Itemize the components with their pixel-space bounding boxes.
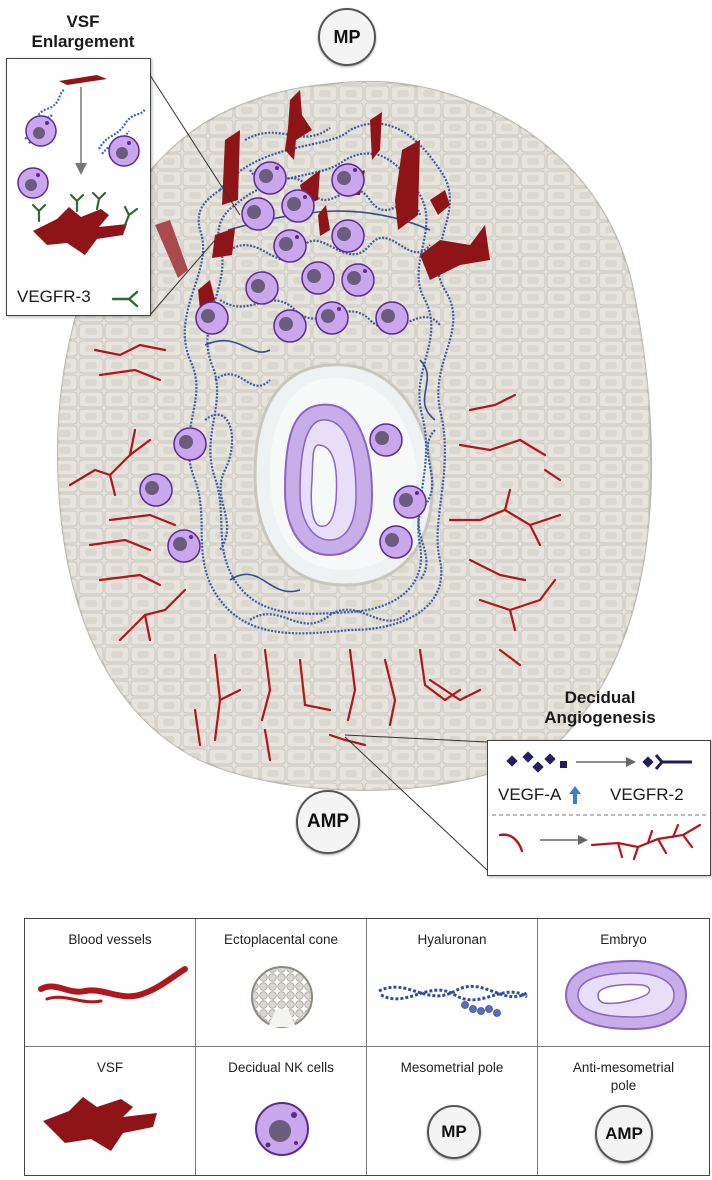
- nk-cell-icon: [108, 135, 140, 167]
- legend-item-vsf: VSF: [25, 1047, 196, 1175]
- nk-cell-icon: [255, 1102, 309, 1156]
- embryo-icon: [564, 959, 688, 1031]
- nk-cell: [393, 485, 427, 519]
- vsf-leader-line-bottom: [149, 239, 216, 316]
- angio-leader-line-top: [344, 734, 488, 743]
- legend-item-mesometrial-pole: Mesometrial pole MP: [367, 1047, 538, 1175]
- vsf-callout-box: VEGFR-3: [6, 58, 151, 316]
- vsf-leader-line-top: [149, 74, 241, 216]
- vsf-icon: [43, 1097, 157, 1151]
- legend: Blood vessels Ectoplacental cone Hyaluro…: [24, 918, 710, 1176]
- nk-cell-icon: [17, 167, 49, 199]
- vegf-a-icon: [506, 751, 567, 773]
- angio-title-line2: Angiogenesis: [544, 708, 656, 727]
- nk-cell: [195, 301, 229, 335]
- legend-label: Blood vessels: [68, 932, 152, 947]
- nk-cell: [167, 529, 201, 563]
- angio-leader-line-bottom: [344, 736, 488, 871]
- decidua-diagram: [56, 74, 653, 871]
- nk-cell: [241, 197, 275, 231]
- legend-item-embryo: Embryo: [538, 919, 709, 1047]
- legend-label: Hyaluronan: [417, 932, 487, 947]
- vegfr3-receptors: [31, 191, 139, 227]
- nk-cell: [273, 309, 307, 343]
- embryo-icon: [283, 403, 374, 557]
- legend-item-nk-cells: Decidual NK cells: [196, 1047, 367, 1175]
- legend-label: Decidual NK cells: [228, 1060, 334, 1075]
- upregulation-arrow-icon: [569, 786, 581, 804]
- nk-cell: [139, 473, 173, 507]
- nk-cell: [253, 161, 287, 195]
- nk-cell: [375, 301, 409, 335]
- nk-cell: [301, 261, 335, 295]
- legend-label: Anti-mesometrial pole: [538, 1059, 709, 1095]
- nk-cell: [281, 189, 315, 223]
- amp-badge: AMP: [296, 790, 360, 854]
- nk-cell: [273, 229, 307, 263]
- legend-item-blood-vessels: Blood vessels: [25, 919, 196, 1047]
- nk-cell: [315, 301, 349, 335]
- blood-vessel-icon: [38, 966, 188, 1004]
- nk-cell: [173, 427, 207, 461]
- vsf-enlarged-icon: [33, 207, 127, 255]
- nk-cell: [341, 263, 375, 297]
- legend-label: VSF: [96, 1060, 124, 1075]
- nk-cell: [331, 163, 365, 197]
- legend-label-line2: pole: [610, 1078, 637, 1093]
- vsf-enlargement-illustration: [17, 75, 146, 255]
- vegfr2-receptor-icon: [642, 754, 692, 770]
- ectoplacental-cone-icon: [251, 966, 313, 1028]
- vsf-callout-title: VSF Enlargement: [18, 12, 148, 52]
- vsf-small-icon: [59, 75, 107, 85]
- arrow-right-icon: [576, 757, 636, 767]
- blood-vessels: [68, 343, 562, 762]
- legend-label: Ectoplacental cone: [223, 932, 339, 947]
- legend-label: Mesometrial pole: [400, 1060, 504, 1075]
- legend-label-line1: Anti-mesometrial: [572, 1060, 675, 1075]
- vsf-title-line1: VSF: [66, 12, 100, 31]
- vegfr2-label: VEGFR-2: [610, 785, 684, 804]
- legend-item-ectoplacental-cone: Ectoplacental cone: [196, 919, 367, 1047]
- angio-callout-title: Decidual Angiogenesis: [520, 688, 680, 728]
- angiogenesis-illustration: [492, 814, 706, 861]
- nk-cells: [139, 161, 427, 563]
- nk-cell: [369, 423, 403, 457]
- amp-badge: AMP: [595, 1105, 653, 1163]
- nk-cell: [245, 271, 279, 305]
- vegfr3-label: VEGFR-3: [17, 287, 91, 306]
- legend-label: Embryo: [600, 932, 647, 947]
- vegfr3-receptor-icon: [111, 290, 139, 308]
- nk-cell-icon: [25, 115, 57, 147]
- vsf-title-line2: Enlargement: [31, 32, 135, 51]
- angio-title-line1: Decidual: [564, 688, 636, 707]
- hyaluronan-icon: [378, 984, 528, 1017]
- legend-item-anti-mesometrial-pole: Anti-mesometrial pole AMP: [538, 1047, 709, 1175]
- mp-badge: MP: [427, 1105, 481, 1159]
- vegf-a-label: VEGF-A: [498, 785, 562, 804]
- mp-badge: MP: [318, 8, 376, 66]
- legend-item-hyaluronan: Hyaluronan: [367, 919, 538, 1047]
- nk-cell: [331, 219, 365, 253]
- nk-cell: [379, 525, 413, 559]
- angio-callout-box: VEGF-A VEGFR-2: [487, 740, 711, 876]
